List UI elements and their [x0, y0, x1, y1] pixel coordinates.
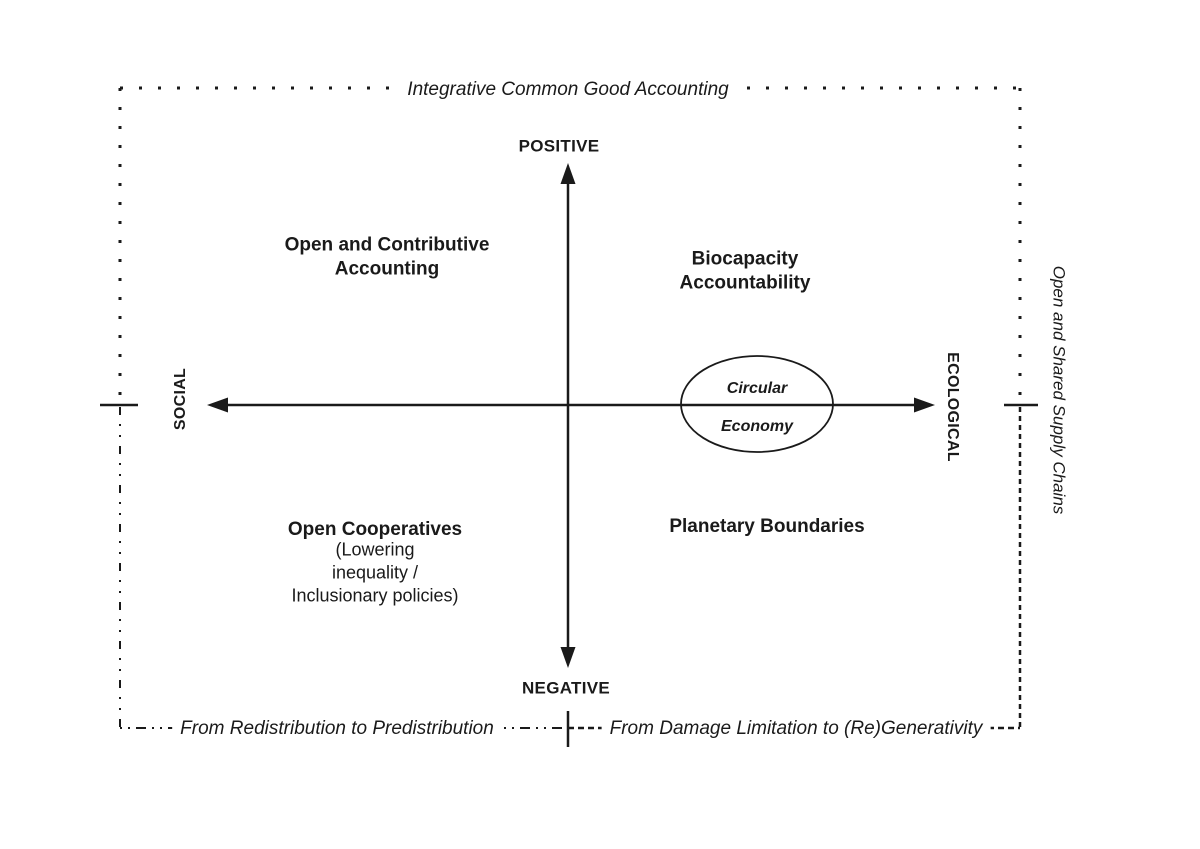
axis-label-positive: POSITIVE — [518, 136, 600, 156]
horizontal-axis-arrowhead-left — [207, 397, 228, 413]
frame-bottom-left-caption: From Redistribution to Predistribution — [172, 715, 502, 743]
ellipse-label-circular: Circular — [726, 380, 788, 397]
axis-label-social: SOCIAL — [172, 367, 189, 431]
circular-economy-ellipse — [680, 355, 834, 453]
quadrant-sublabel-open-cooperatives: (Lowering inequality / Inclusionary poli… — [291, 539, 459, 606]
vertical-axis-arrowhead-top — [560, 163, 576, 184]
frame-bottom-right-caption: From Damage Limitation to (Re)Generativi… — [601, 715, 991, 743]
horizontal-axis-arrowhead-right — [914, 397, 935, 413]
ellipse-label-economy: Economy — [720, 418, 794, 435]
axis-label-negative: NEGATIVE — [521, 678, 611, 698]
quadrant-label-planetary-boundaries: Planetary Boundaries — [669, 516, 865, 538]
quadrant-label-open-contributive-accounting: Open and Contributive Accounting — [284, 234, 490, 279]
quadrant-label-biocapacity-accountability: Biocapacity Accountability — [679, 248, 811, 293]
vertical-axis-arrowhead-bottom — [560, 647, 576, 668]
frame-top-caption: Integrative Common Good Accounting — [399, 76, 737, 104]
frame-right-caption: Open and Shared Supply Chains — [1049, 265, 1069, 515]
quadrant-label-open-cooperatives: Open Cooperatives — [287, 519, 463, 541]
axis-label-ecological: ECOLOGICAL — [944, 352, 961, 462]
